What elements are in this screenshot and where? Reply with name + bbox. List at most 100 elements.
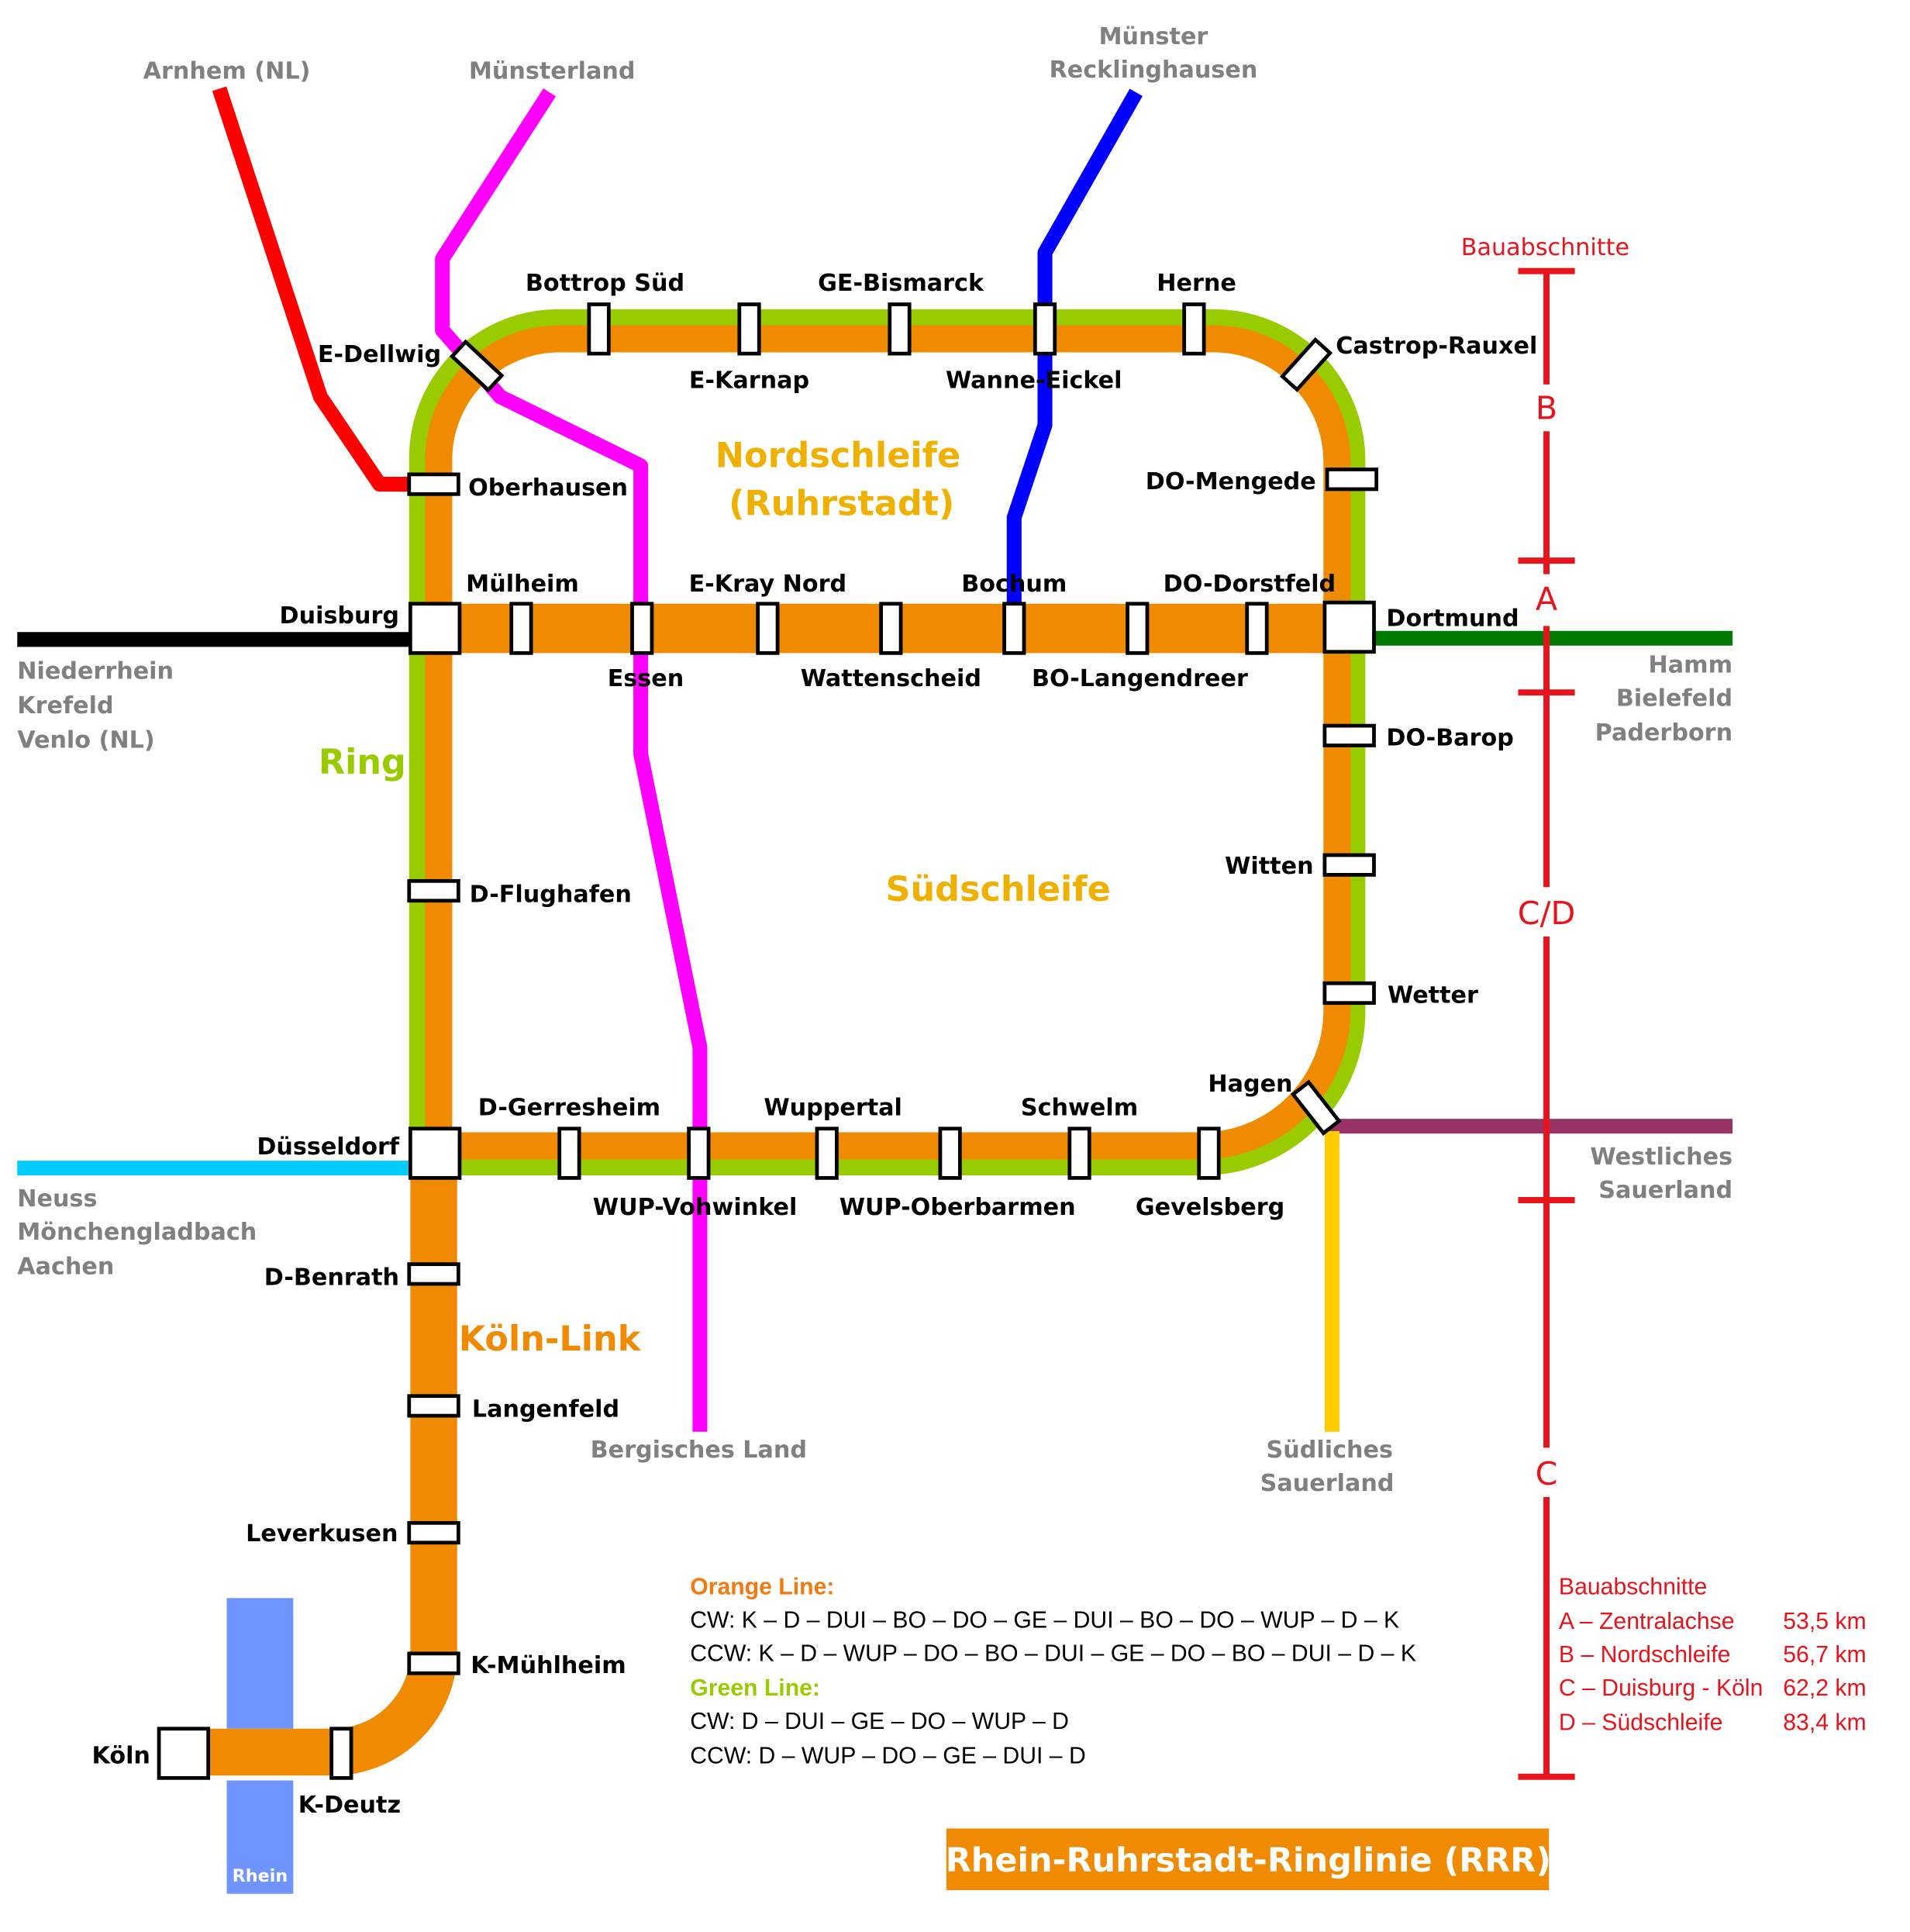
label-do-mengede: DO-Mengede [1146, 468, 1316, 495]
ext-recklinghausen: Recklinghausen [1050, 57, 1258, 84]
station-do-mengede[interactable] [1325, 467, 1379, 492]
sections-row-a-name: A – Zentralachse [1559, 1609, 1735, 1634]
label-e-kray-nord: E-Kray Nord [689, 571, 847, 598]
label-schwelm: Schwelm [1021, 1094, 1138, 1121]
station-muelheim[interactable] [509, 602, 533, 655]
station-k-deutz[interactable] [329, 1727, 353, 1780]
station-e-karnap[interactable] [737, 302, 761, 356]
station-langenfeld[interactable] [407, 1394, 460, 1418]
station-gevelsberg[interactable] [1197, 1126, 1221, 1180]
label-gevelsberg: Gevelsberg [1136, 1194, 1284, 1221]
station-oberhausen[interactable] [407, 472, 460, 496]
station-wup-vohwinkel[interactable] [687, 1126, 711, 1180]
station-hagen[interactable] [1290, 1079, 1342, 1136]
label-k-deutz: K-Deutz [298, 1792, 401, 1819]
label-ge-bismarck: GE-Bismarck [818, 270, 984, 297]
station-leverkusen[interactable] [407, 1520, 460, 1545]
legend-green-heading: Green Line: [690, 1675, 820, 1701]
ext-venlo: Venlo (NL) [17, 727, 154, 754]
label-castrop-rauxel: Castrop-Rauxel [1336, 333, 1537, 360]
rhein-river-south [226, 1780, 294, 1894]
legend-green-ccw: CCW: D – WUP – DO – GE – DUI – D [690, 1743, 1086, 1768]
station-d-flughafen[interactable] [407, 878, 460, 903]
region-nordschleife: Nordschleife [715, 436, 960, 475]
station-wup-oberbarmen[interactable] [938, 1126, 962, 1180]
label-d-benrath: D-Benrath [264, 1264, 399, 1292]
ext-muensterland: Münsterland [469, 58, 636, 85]
station-wetter[interactable] [1322, 981, 1376, 1006]
label-wetter: Wetter [1388, 982, 1478, 1009]
station-duisburg[interactable] [408, 602, 462, 655]
label-bochum: Bochum [961, 571, 1067, 598]
label-duisburg: Duisburg [280, 602, 399, 630]
station-ge-bismarck[interactable] [888, 302, 912, 356]
label-bottrop-sued: Bottrop Süd [526, 270, 684, 297]
sections-row-d-length: 83,4 km [1783, 1709, 1866, 1735]
label-hagen: Hagen [1208, 1071, 1292, 1098]
station-do-barop[interactable] [1322, 723, 1376, 747]
stations [157, 302, 1379, 1780]
station-e-dellwig[interactable] [449, 339, 505, 393]
station-e-kray-nord[interactable] [756, 602, 780, 655]
ext-niederrhein: Niederrhein [17, 658, 174, 685]
station-wanne-eickel[interactable] [1033, 302, 1057, 356]
legend-green-cw: CW: D – DUI – GE – DO – WUP – D [690, 1709, 1069, 1734]
station-castrop-rauxel[interactable] [1279, 336, 1333, 392]
station-bottrop-sued[interactable] [587, 302, 611, 356]
section-label-c: C [1536, 1455, 1558, 1492]
ext-krefeld: Krefeld [17, 692, 113, 719]
ext-suedliches-sauerland: Sauerland [1260, 1470, 1395, 1497]
label-d-gerresheim: D-Gerresheim [478, 1094, 660, 1121]
label-witten: Witten [1225, 853, 1313, 880]
station-herne[interactable] [1182, 302, 1206, 356]
ext-westliches: Westliches [1590, 1144, 1732, 1171]
ext-arnhem: Arnhem (NL) [143, 58, 311, 85]
station-essen[interactable] [630, 602, 654, 655]
station-k-muehlheim[interactable] [407, 1651, 460, 1675]
region-ring: Ring [319, 743, 406, 782]
station-schwelm[interactable] [1067, 1126, 1091, 1180]
station-d-gerresheim[interactable] [557, 1126, 581, 1180]
rhein-river-north [226, 1598, 294, 1729]
station-bochum[interactable] [1002, 602, 1026, 655]
ext-hamm: Hamm [1649, 652, 1733, 679]
sections-legend-heading: Bauabschnitte [1559, 1575, 1707, 1600]
label-wanne-eickel: Wanne-Eickel [946, 367, 1122, 395]
ext-bergisches-land: Bergisches Land [591, 1437, 807, 1464]
label-leverkusen: Leverkusen [246, 1520, 398, 1547]
sections-heading: Bauabschnitte [1461, 234, 1629, 261]
station-duesseldorf[interactable] [408, 1126, 462, 1180]
sections-row-b-name: B – Nordschleife [1559, 1642, 1731, 1668]
ext-neuss: Neuss [17, 1185, 97, 1213]
station-wuppertal[interactable] [815, 1126, 839, 1180]
line-muenster [1006, 88, 1143, 616]
line-muensterland [435, 88, 708, 1432]
label-koeln: Köln [91, 1742, 150, 1769]
label-oberhausen: Oberhausen [468, 474, 628, 502]
station-do-dorstfeld[interactable] [1245, 602, 1269, 655]
sections-row-c-name: C – Duisburg - Köln [1559, 1675, 1763, 1701]
label-bo-langendreer: BO-Langendreer [1032, 665, 1248, 692]
region-suedschleife: Südschleife [885, 870, 1110, 909]
title-banner [946, 1828, 1550, 1890]
sections-row-d-name: D – Südschleife [1559, 1709, 1722, 1735]
sections-row-b-length: 56,7 km [1783, 1642, 1866, 1668]
station-d-benrath[interactable] [407, 1262, 460, 1286]
region-koeln-link: Köln-Link [459, 1320, 642, 1359]
label-d-flughafen: D-Flughafen [470, 881, 632, 908]
legend-orange-heading: Orange Line: [690, 1575, 834, 1600]
sections-bar [1518, 267, 1575, 1780]
ext-westliches-sauerland: Sauerland [1598, 1177, 1732, 1204]
section-label-a: A [1536, 581, 1557, 618]
station-koeln[interactable] [157, 1727, 211, 1780]
station-bo-langendreer[interactable] [1126, 602, 1150, 655]
station-wattenscheid[interactable] [879, 602, 903, 655]
sections-row-a-length: 53,5 km [1783, 1609, 1866, 1634]
map-title: Rhein-Ruhrstadt-Ringlinie (RRR) [946, 1841, 1551, 1880]
station-witten[interactable] [1322, 853, 1376, 877]
label-wattenscheid: Wattenscheid [801, 665, 981, 692]
line-arnhem [212, 86, 419, 492]
station-dortmund[interactable] [1322, 600, 1376, 654]
label-k-muehlheim: K-Mühlheim [471, 1652, 626, 1679]
